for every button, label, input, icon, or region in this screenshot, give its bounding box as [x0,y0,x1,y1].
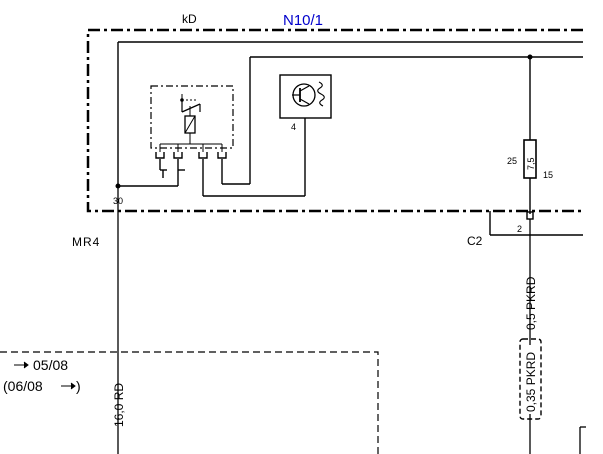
device-boundary [0,351,379,454]
arrow-right-icon [61,382,76,390]
fuse-in-label: 25 [507,156,517,166]
arrow-right-icon [14,361,29,369]
fuse-out-label: 15 [543,170,553,180]
pin-30-label: 30 [113,196,123,206]
left-wire-spec: 16,0 RD [112,383,126,427]
relay-label: kD [182,12,197,26]
right-wire-spec-upper: 0,5 PKRD [524,276,538,330]
transistor-symbol [279,74,332,119]
reference-line-2-open: (06/08 [3,378,43,394]
reference-line-2-close: ) [76,378,81,394]
internal-wiring [117,41,583,236]
external-wires [117,186,586,454]
fuse-symbol [523,139,537,179]
fuse-value-label: 7,5 [526,157,536,170]
reference-line-1: 05/08 [33,357,68,373]
relay-symbol [150,85,234,159]
right-wire-spec-lower: 0,35 PKRD [524,352,538,412]
connector-pin-label: 2 [517,224,522,234]
pin-4-label: 4 [291,122,296,132]
module-boundary [86,28,583,213]
wire-spec-frame [519,338,542,420]
splice-dot [527,54,533,60]
left-wire-label: MR4 [72,235,100,249]
connector-name-label: C2 [467,234,483,248]
module-title: N10/1 [283,12,323,29]
